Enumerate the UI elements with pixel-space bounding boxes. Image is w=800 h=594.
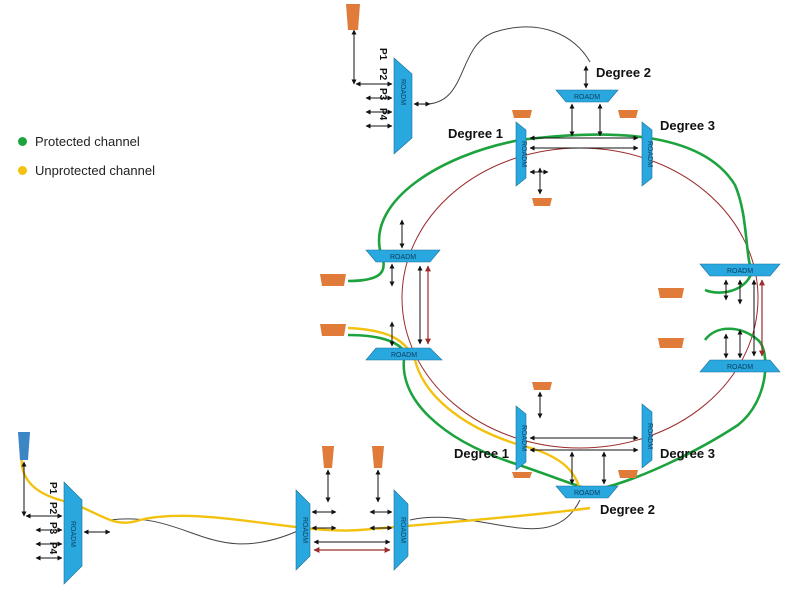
transponder-chain-left (322, 446, 334, 468)
roadm-ring-bottom-degree3 (641, 403, 653, 469)
transponder-left-upper (320, 274, 346, 286)
roadm-ring-top-degree2-label: ROADM (574, 94, 600, 101)
ring-fiber (401, 147, 759, 449)
fiber-top-drop-to-degree2 (419, 26, 591, 105)
transponder-right-lower (658, 338, 684, 348)
top-port-label-4: P4 (377, 108, 388, 121)
legend-unprotected-label: Unprotected channel (35, 163, 155, 178)
transponder-bottom-deg1-drop (532, 382, 552, 390)
roadm-ring-top-degree2 (555, 89, 619, 103)
roadm-ring-right-upper-label: ROADM (727, 268, 753, 275)
transponder-bottom-right (618, 470, 638, 478)
roadm-ring-bottom-degree1 (515, 405, 527, 471)
roadm-ring-left-upper-label: ROADM (390, 254, 416, 261)
fiber-drop-to-degree2-bottom (409, 499, 581, 530)
transponder-left-lower (320, 324, 346, 336)
degree-label-top-1: Degree 1 (448, 126, 503, 141)
top-port-label-3: P3 (377, 88, 388, 101)
terminal-port-label-4: P4 (47, 542, 58, 555)
roadm-terminal-left (63, 481, 83, 585)
legend-protected: Protected channel (18, 134, 140, 149)
terminal-port-label-1: P1 (47, 482, 58, 495)
legend-protected-label: Protected channel (35, 134, 140, 149)
top-port-label-2: P2 (377, 68, 388, 81)
protected-channel-path (347, 133, 767, 492)
transponder-top-deg1-drop (532, 198, 552, 206)
top-port-label-1: P1 (377, 48, 388, 61)
fiber-client-left (109, 518, 301, 545)
transponder-bottom-left (512, 472, 532, 478)
roadm-ring-bottom-degree2-label: ROADM (574, 490, 600, 497)
roadm-ring-top-degree1 (515, 121, 527, 187)
transponder-right-upper (658, 288, 684, 298)
degree-label-bottom-2: Degree 2 (600, 502, 655, 517)
roadm-terminal-left-label: ROADM (69, 521, 76, 547)
legend-protected-dot (18, 137, 27, 146)
roadm-ring-left-upper (365, 249, 441, 263)
terminal-port-label-3: P3 (47, 522, 58, 535)
client-terminal (18, 432, 30, 460)
roadm-chain-left-label: ROADM (301, 517, 308, 543)
roadm-chain-right (393, 489, 409, 571)
roadm-ring-right-lower-label: ROADM (727, 364, 753, 371)
roadm-ring-right-lower (699, 359, 781, 373)
roadm-ring-top-degree3 (641, 121, 653, 187)
legend-unprotected-dot (18, 166, 27, 175)
roadm-ring-top-degree3-label: ROADM (646, 141, 653, 167)
roadm-ring-top-degree1-label: ROADM (520, 141, 527, 167)
terminal-port-label-2: P2 (47, 502, 58, 515)
roadm-ring-bottom-degree2 (555, 485, 619, 499)
roadm-chain-left (295, 489, 311, 571)
roadm-ring-left-lower (365, 347, 443, 361)
transponder-top-deg2-right (618, 110, 638, 118)
roadm-ring-bottom-degree1-label: ROADM (520, 425, 527, 451)
degree-label-top-2: Degree 2 (596, 65, 651, 80)
roadm-ring-right-upper (699, 263, 781, 277)
degree-label-bottom-1: Degree 1 (454, 446, 509, 461)
roadm-chain-right-label: ROADM (399, 517, 406, 543)
degree-label-bottom-3: Degree 3 (660, 446, 715, 461)
roadm-ring-bottom-degree3-label: ROADM (646, 423, 653, 449)
roadm-top-isolated (393, 57, 413, 155)
degree-label-top-3: Degree 3 (660, 118, 715, 133)
unprotected-channel-path (20, 326, 591, 532)
transponder-top-deg2-left (512, 110, 532, 118)
transponder-chain-right (372, 446, 384, 468)
transponder-top-isolated (346, 4, 360, 30)
legend-unprotected: Unprotected channel (18, 163, 155, 178)
roadm-top-isolated-label: ROADM (399, 79, 406, 105)
roadm-ring-left-lower-label: ROADM (391, 352, 417, 359)
